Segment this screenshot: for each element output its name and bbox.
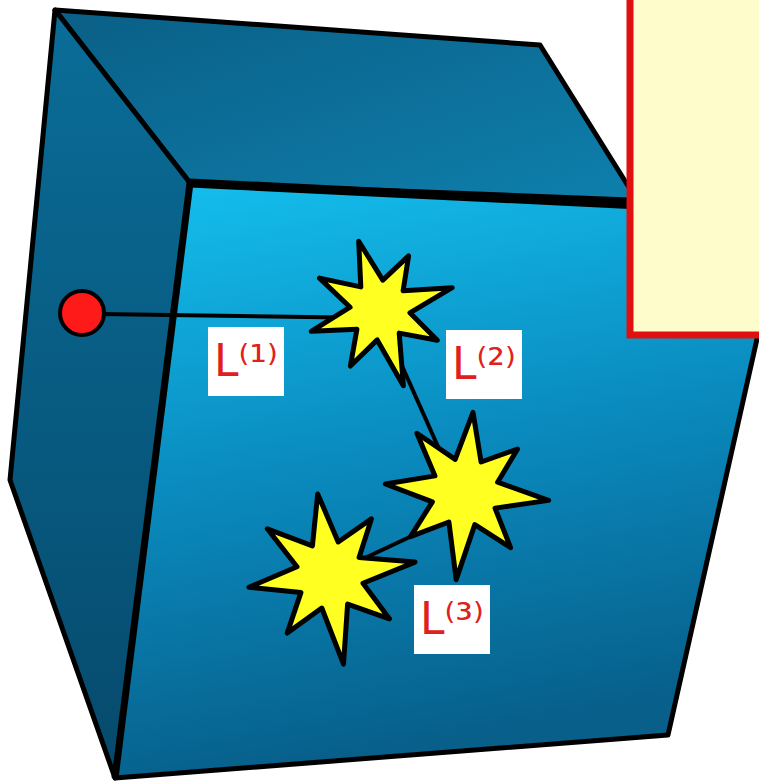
- callout-box: [630, 0, 759, 335]
- interaction-star: [311, 241, 452, 386]
- track-label: L⁽²⁾: [446, 330, 522, 399]
- source-dot: [60, 291, 104, 335]
- track-label: L⁽³⁾: [414, 585, 490, 654]
- track-label: L⁽¹⁾: [208, 327, 284, 396]
- interaction-star: [249, 494, 415, 664]
- cube-edge: [190, 183, 640, 205]
- cube-edge: [115, 183, 190, 778]
- interaction-star: [385, 412, 548, 579]
